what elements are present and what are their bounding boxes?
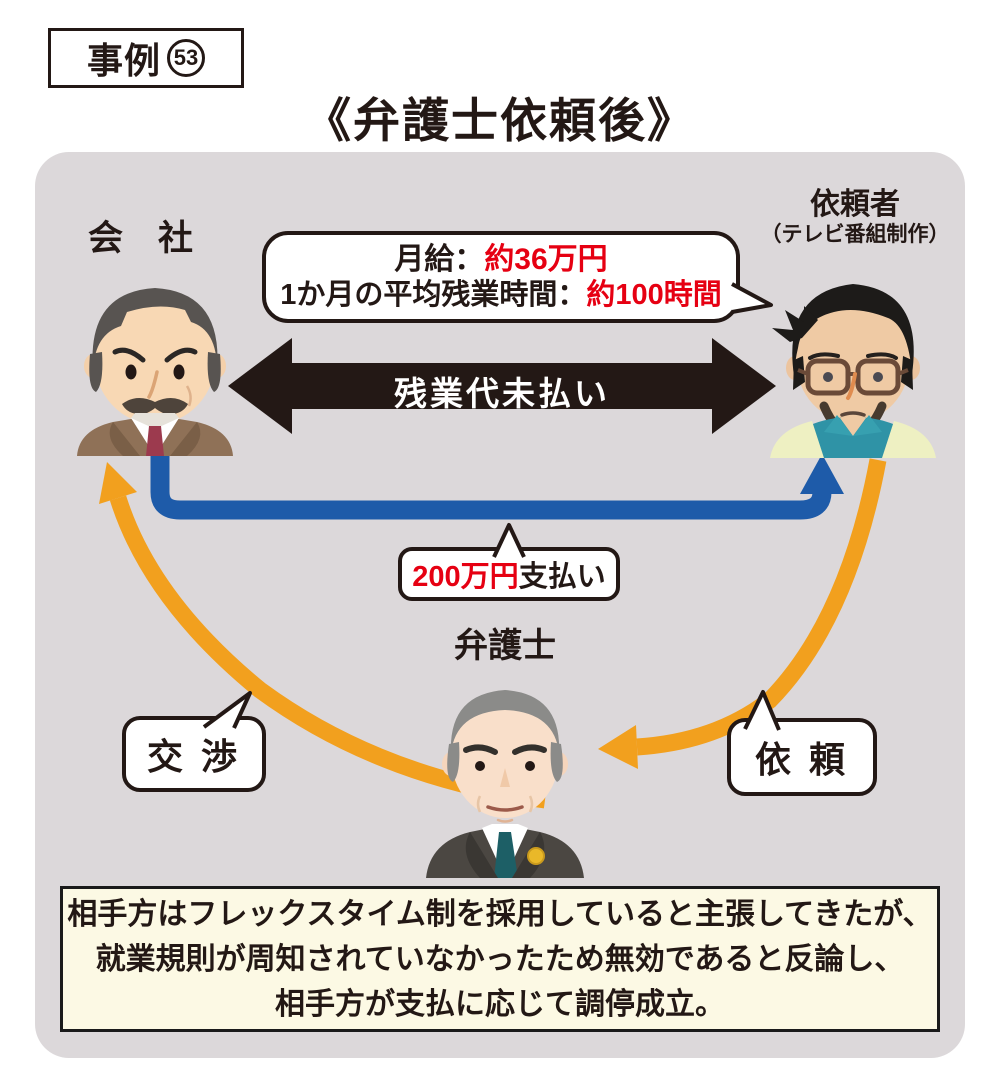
summary-line3: 相手方が支払に応じて調停成立。 (275, 987, 725, 1021)
case-badge-label: 事例 (86, 40, 161, 81)
payment-bubble: 200万円 支払い (398, 523, 620, 601)
request-bubble: 依 頼 (727, 690, 877, 796)
overtime-value: 約100時間 (586, 279, 722, 311)
summary-box: 相手方はフレックスタイム制を採用していると主張してきたが、 就業規則が周知されて… (60, 886, 940, 1032)
negotiation-bubble-tail (202, 691, 252, 729)
client-sublabel: （テレビ番組制作） (760, 223, 950, 246)
conditions-bubble: 月給：約36万円 1か月の平均残業時間：約100時間 (262, 231, 773, 323)
request-arrow-line (636, 458, 887, 756)
dispute-double-arrow (228, 338, 776, 434)
negotiation-label: 交 渉 (146, 736, 241, 777)
company-label: 会 社 (88, 219, 194, 258)
lawyer-label: 弁護士 (454, 627, 556, 665)
negotiation-arrow-line (109, 495, 547, 809)
conditions-line2: 1か月の平均残業時間：約100時間 (280, 278, 722, 313)
payment-arrow-head (800, 454, 844, 494)
summary-line2: 就業規則が周知されていなかったため無効であると反論し、 (95, 942, 905, 976)
client-avatar (770, 284, 936, 458)
client-label-block: 依頼者 （テレビ番組制作） (735, 188, 975, 248)
payment-amount: 200万円 (412, 561, 519, 593)
payment-arrow-line (150, 450, 832, 520)
case-number-badge: 事例 53 (48, 28, 244, 88)
negotiation-bubble: 交 渉 (122, 691, 266, 792)
lawyer-avatar (426, 690, 584, 878)
page-title: 《弁護士依頼後》 (304, 94, 696, 147)
conditions-bubble-tail (731, 282, 773, 314)
summary-line1: 相手方はフレックスタイム制を採用していると主張してきたが、 (67, 897, 933, 931)
case-number-circle: 53 (167, 39, 205, 77)
negotiation-arrow-head (99, 462, 137, 504)
conditions-line1: 月給：約36万円 (394, 241, 607, 278)
request-arrow-head (598, 725, 638, 769)
payment-suffix: 支払い (518, 561, 606, 593)
company-avatar (77, 288, 233, 456)
salary-label: 月給： (394, 243, 485, 276)
dispute-arrow-label: 残業代未払い (394, 375, 610, 412)
request-bubble-tail (743, 690, 781, 731)
client-label: 依頼者 (810, 188, 900, 221)
overtime-label: 1か月の平均残業時間： (280, 279, 587, 311)
request-label: 依 頼 (754, 739, 849, 780)
salary-value: 約36万円 (484, 243, 608, 276)
payment-bubble-tail (492, 523, 526, 558)
